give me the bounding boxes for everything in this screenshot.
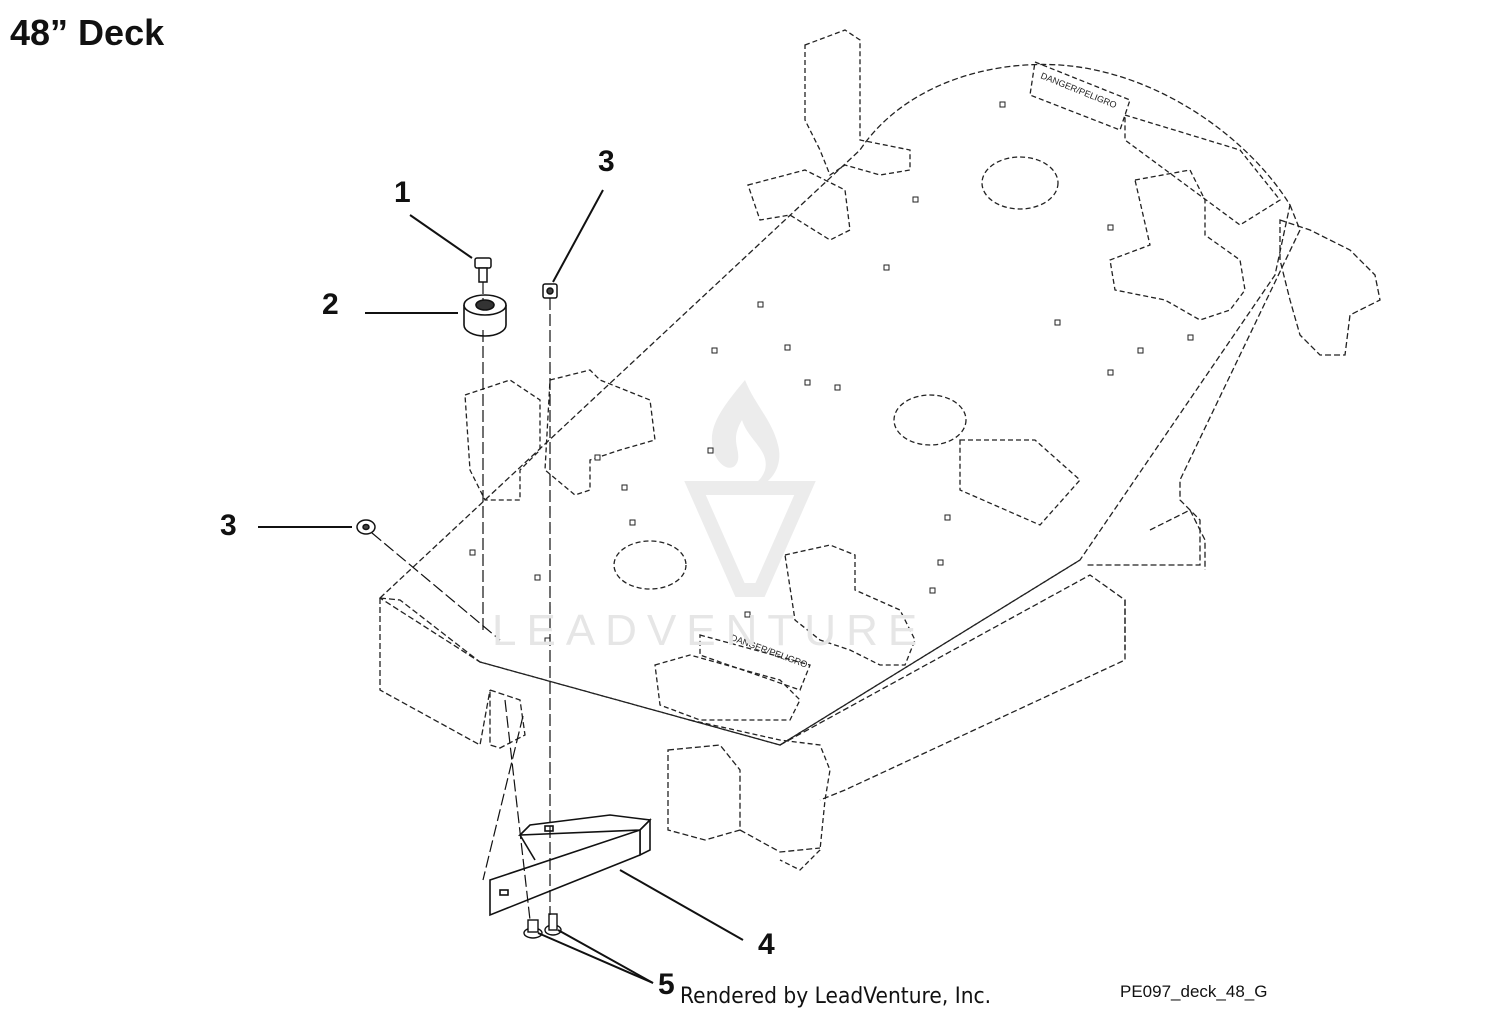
callout-2[interactable]: 2 <box>322 288 339 321</box>
mounting-holes <box>469 101 1194 644</box>
callout-1[interactable]: 1 <box>394 176 411 209</box>
part-3-nut-left <box>356 519 376 535</box>
part-4-bracket <box>489 814 652 917</box>
drawing-code: PE097_deck_48_G <box>1120 982 1268 1001</box>
deck-outline <box>378 63 1381 853</box>
part-2-bushing <box>463 294 507 337</box>
part-3-nut-upper <box>542 283 558 299</box>
part-5-bolts <box>523 913 562 939</box>
deck-brackets <box>464 29 1281 871</box>
callout-3-upper[interactable]: 3 <box>598 145 615 178</box>
callout-3-left[interactable]: 3 <box>220 509 237 542</box>
part-1-bolt <box>474 257 492 283</box>
leader-lines <box>258 189 744 984</box>
rendered-by-text: Rendered by LeadVenture, Inc. <box>680 984 992 1009</box>
explode-lines <box>371 282 551 921</box>
spindle-openings <box>613 156 1059 590</box>
callout-4[interactable]: 4 <box>758 928 775 961</box>
watermark-logo <box>684 380 816 597</box>
callout-5[interactable]: 5 <box>658 968 675 1001</box>
watermark-text: LEADVENTURE <box>492 606 928 655</box>
page-title: 48” Deck <box>10 12 165 53</box>
